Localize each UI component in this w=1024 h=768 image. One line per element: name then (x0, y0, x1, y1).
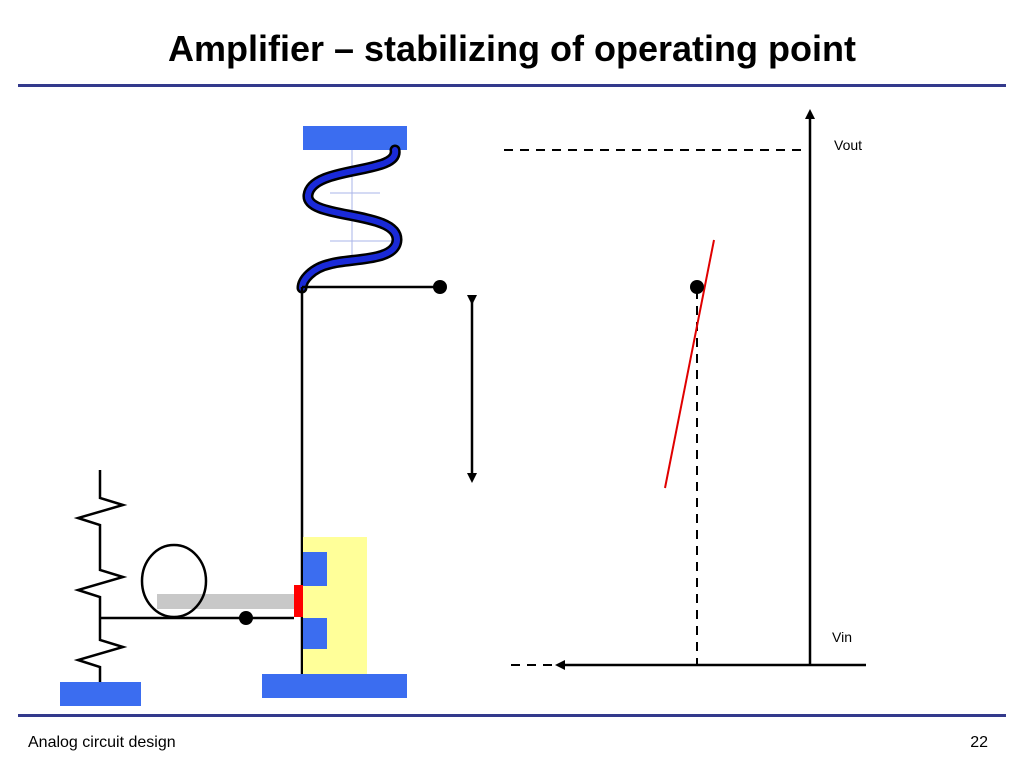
page-number: 22 (970, 734, 988, 751)
bias-resistor (73, 470, 128, 683)
gate-lever (157, 594, 294, 609)
title-divider (18, 84, 1006, 87)
drain-contact (303, 552, 327, 586)
spring-load (296, 144, 403, 294)
vout-label: Vout (834, 137, 862, 153)
vin-label: Vin (832, 629, 852, 645)
transfer-graph: Vout Vin (504, 109, 866, 670)
output-node-dot (433, 280, 447, 294)
source-contact (303, 618, 327, 649)
footer-divider (18, 714, 1006, 717)
top-supply-plate (303, 126, 407, 150)
gate-contact (294, 585, 303, 617)
slide-title: Amplifier – stabilizing of operating poi… (167, 28, 856, 69)
resistor-ground-plate (60, 682, 141, 706)
operating-point-dot (690, 280, 704, 294)
transfer-curve (664, 239, 715, 489)
gate-node-dot (239, 611, 253, 625)
footer-course-title: Analog circuit design (28, 734, 176, 751)
bottom-ground-plate (262, 674, 407, 698)
